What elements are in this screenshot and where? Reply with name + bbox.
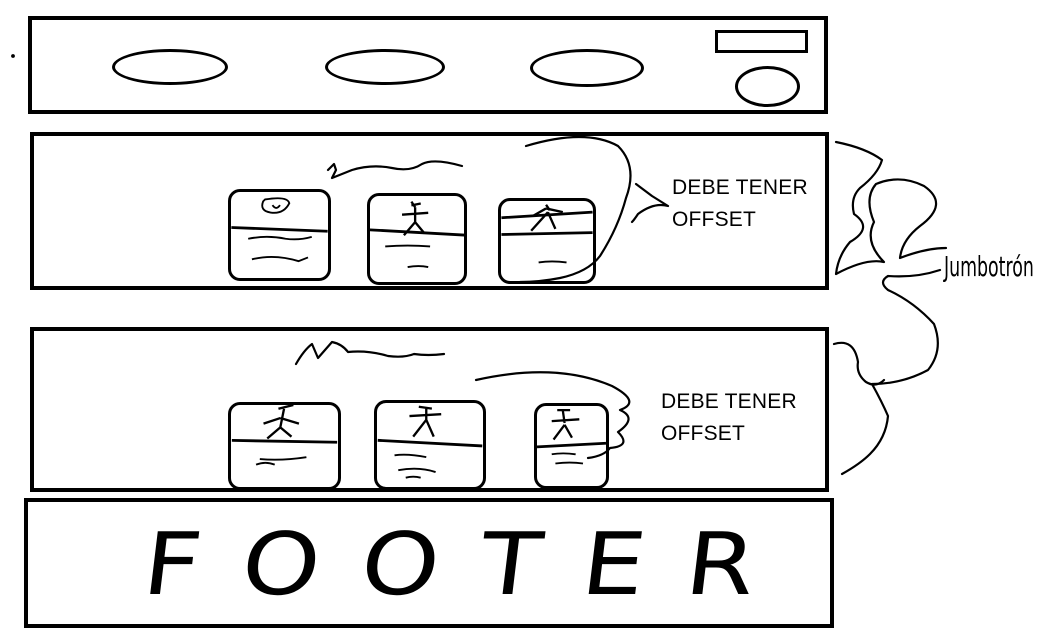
section-1-note: DEBE TENER OFFSET [672,172,808,236]
nav-item-3[interactable] [530,49,644,87]
note-line: DEBE TENER [672,176,808,199]
card-sketch [537,408,606,465]
card-sketch [370,200,464,268]
nav-item-2[interactable] [325,49,445,85]
section-1-card-2[interactable] [367,193,467,285]
nav-item-1[interactable] [112,49,228,85]
section-1-card-3[interactable] [498,198,596,284]
footer [24,498,834,628]
section-2-card-1[interactable] [228,402,341,490]
section-1-card-1[interactable] [228,189,331,281]
card-sketch [501,204,593,264]
user-button[interactable] [735,66,800,107]
card-sketch [231,197,328,263]
section-2-note: DEBE TENER OFFSET [661,386,797,450]
search-box[interactable] [715,30,808,53]
footer-label: FOOTER [137,515,803,615]
jumbotron-label: Jumbotrón [944,250,1034,283]
note-line: OFFSET [661,422,746,445]
card-sketch [231,405,338,466]
note-line: OFFSET [672,208,757,231]
card-sketch [377,405,483,479]
section-2-card-2[interactable] [374,400,486,490]
content-section-1 [30,132,829,290]
section-2-card-3[interactable] [534,403,609,489]
note-line: DEBE TENER [661,390,797,413]
